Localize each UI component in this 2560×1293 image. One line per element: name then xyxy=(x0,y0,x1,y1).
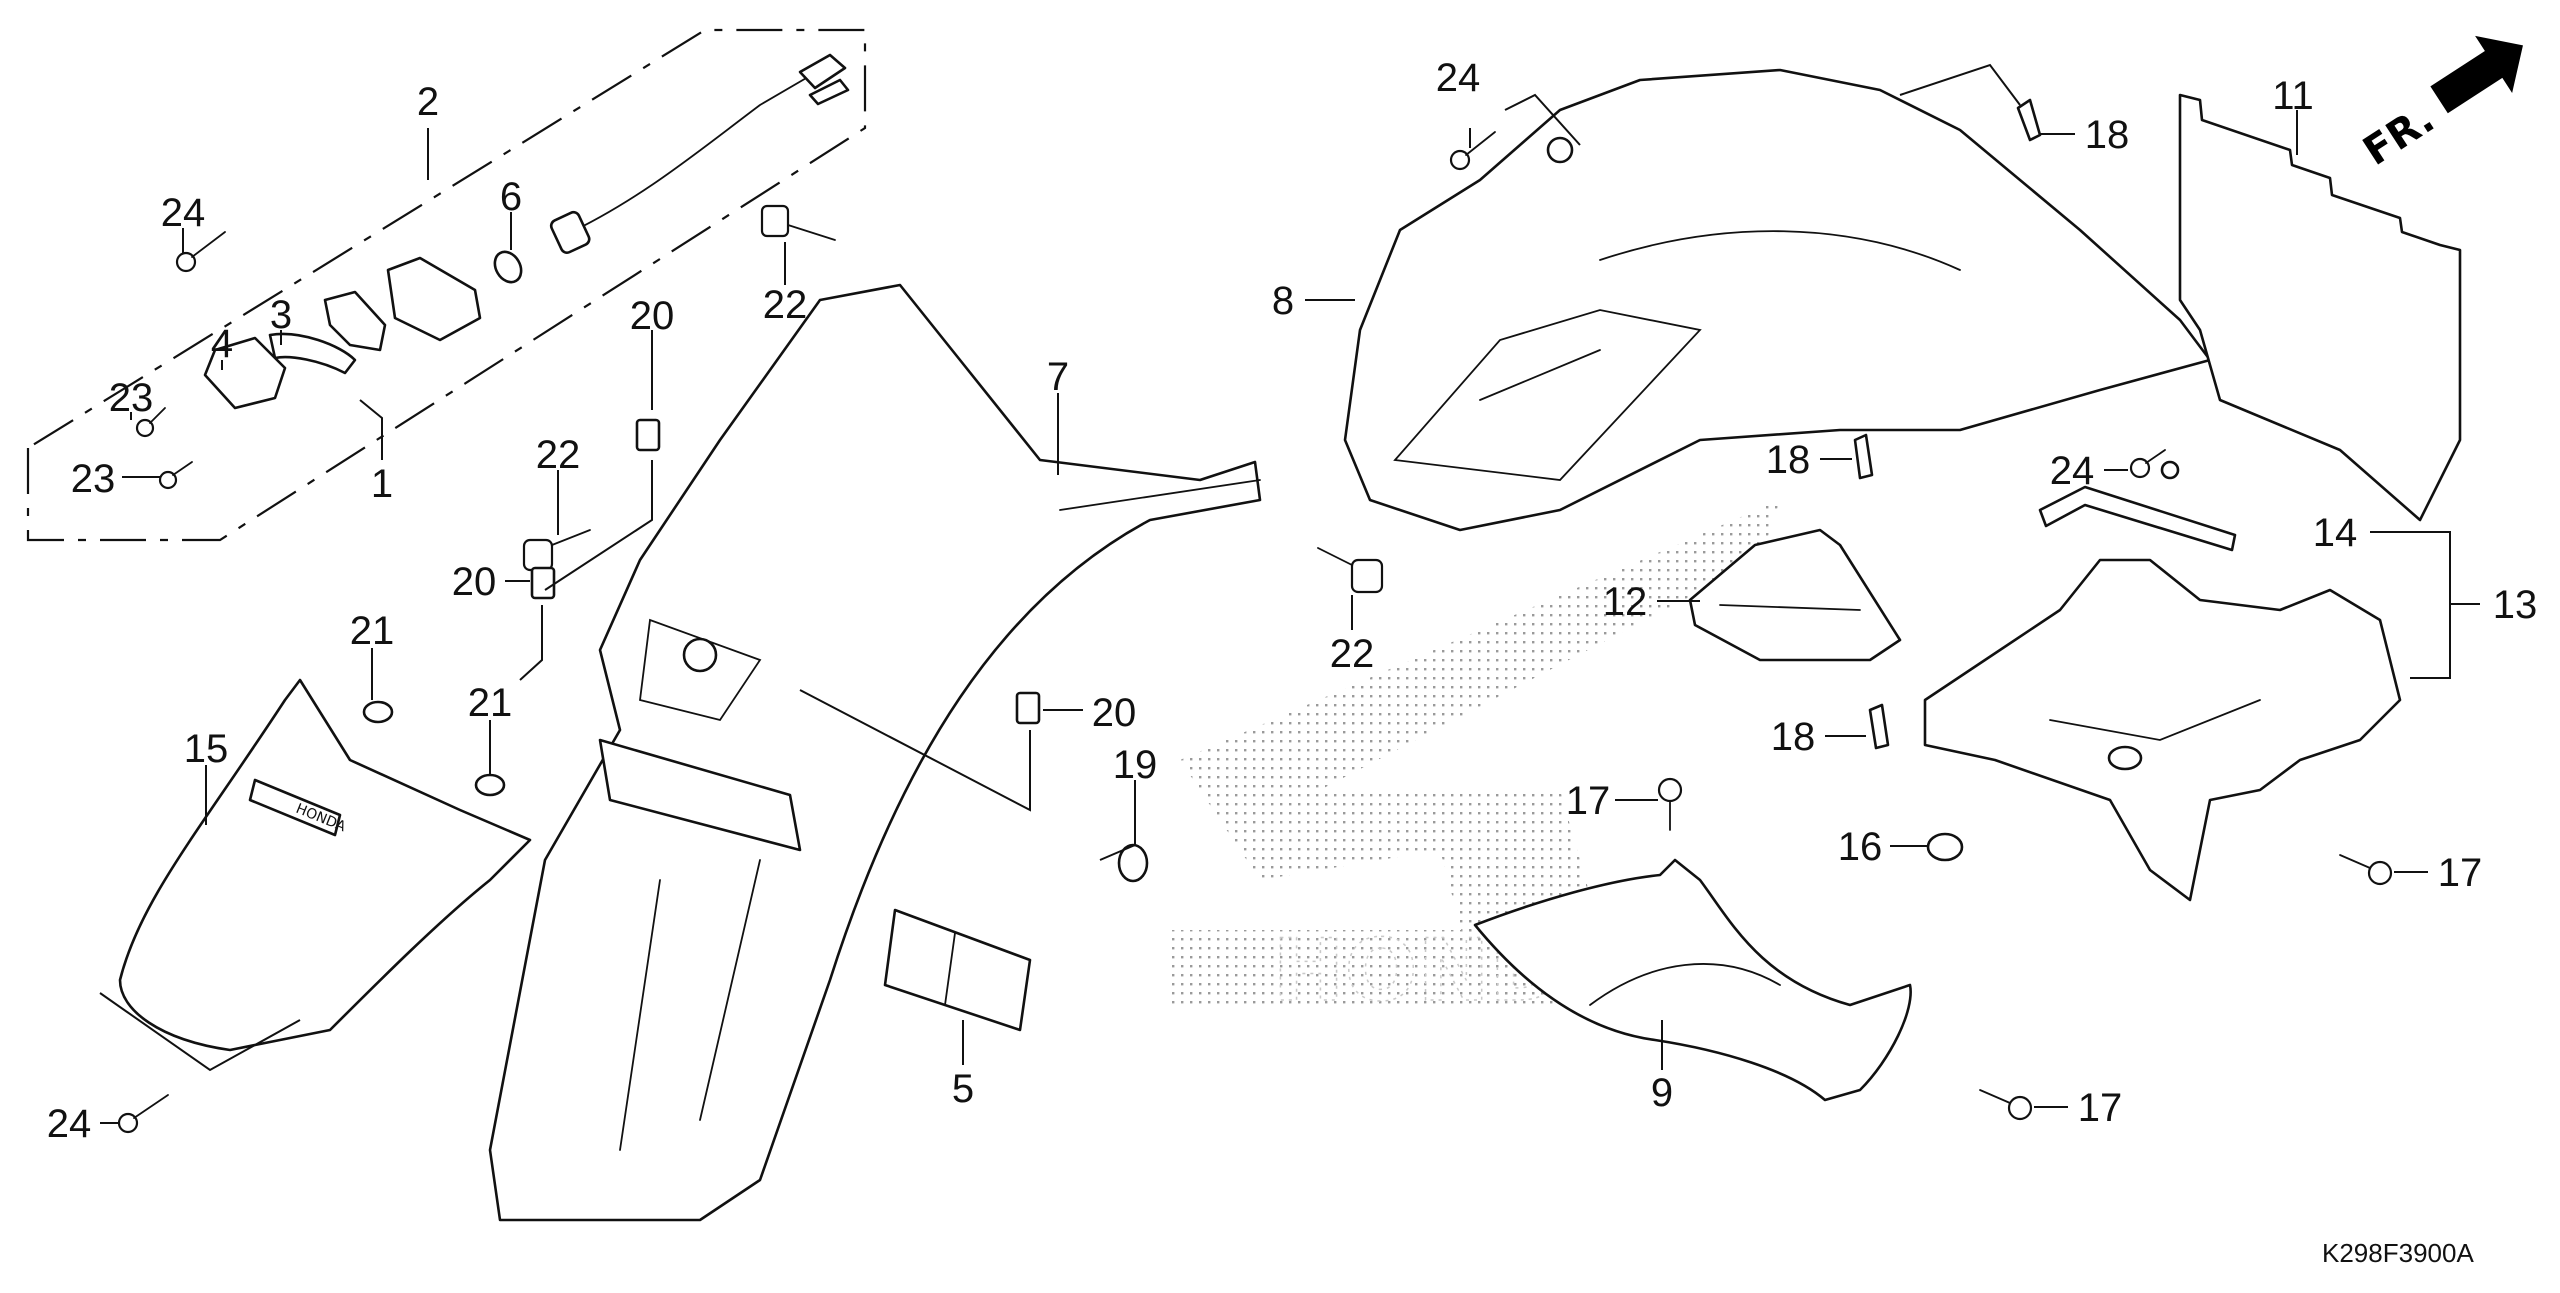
callout-17[interactable]: 17 xyxy=(2438,851,2483,895)
license-lens xyxy=(268,332,357,375)
honda-wing-watermark xyxy=(1180,500,1780,1000)
callout-18[interactable]: 18 xyxy=(1766,438,1811,482)
bolt-22-upper xyxy=(760,204,836,241)
clip-21-upper xyxy=(362,700,394,724)
callout-18[interactable]: 18 xyxy=(2085,113,2130,157)
mud-flap xyxy=(2178,93,2462,522)
trim-clip-18-lower xyxy=(1868,703,1890,750)
callout-17[interactable]: 17 xyxy=(2078,1086,2123,1130)
callout-6[interactable]: 6 xyxy=(500,175,522,219)
license-light-housing xyxy=(386,256,482,342)
callout-22[interactable]: 22 xyxy=(763,283,808,327)
callout-20[interactable]: 20 xyxy=(452,560,497,604)
callout-23[interactable]: 23 xyxy=(109,376,154,420)
callout-11[interactable]: 11 xyxy=(2272,74,2314,118)
callout-20[interactable]: 20 xyxy=(630,294,675,338)
screw-17-lower xyxy=(1979,1089,2033,1121)
license-cover xyxy=(203,336,287,410)
fr-label: FR. xyxy=(2355,96,2442,175)
callout-19[interactable]: 19 xyxy=(1113,743,1158,787)
callout-12[interactable]: 12 xyxy=(1603,580,1648,624)
callout-17[interactable]: 17 xyxy=(1566,779,1611,823)
wire-harness xyxy=(549,53,850,254)
callout-2[interactable]: 2 xyxy=(417,80,439,124)
screw-17-right xyxy=(2339,854,2393,886)
screw-24-bottom-left xyxy=(117,1094,169,1134)
callout-4[interactable]: 4 xyxy=(211,322,233,366)
callout-22[interactable]: 22 xyxy=(536,433,581,477)
clip-21-lower xyxy=(474,773,506,797)
bolt-22-right xyxy=(1317,547,1384,594)
callout-24[interactable]: 24 xyxy=(161,191,206,235)
gasket xyxy=(323,290,387,352)
trim-clip-18-top xyxy=(2016,98,2042,142)
callout-21[interactable]: 21 xyxy=(468,681,513,725)
splash-guard-9 xyxy=(1473,858,1912,1102)
callout-24[interactable]: 24 xyxy=(1436,56,1481,100)
grommet-16 xyxy=(1926,832,1964,862)
clip-nut-20-a xyxy=(635,418,661,452)
rear-reflector xyxy=(883,908,1032,1032)
leader-lines xyxy=(100,133,2428,1124)
callout-3[interactable]: 3 xyxy=(270,293,292,337)
rear-fender xyxy=(488,283,1262,1222)
callout-24[interactable]: 24 xyxy=(47,1102,92,1146)
cover-12 xyxy=(1688,528,1902,662)
callout-22[interactable]: 22 xyxy=(1330,632,1375,676)
callout-labels: 2 24 6 3 4 1 23 23 22 20 22 7 20 21 21 1… xyxy=(47,56,2538,1146)
callout-7[interactable]: 7 xyxy=(1047,355,1069,399)
trim-clip-18-mid xyxy=(1853,433,1874,480)
callout-24[interactable]: 24 xyxy=(2050,449,2095,493)
callout-14[interactable]: 14 xyxy=(2313,511,2358,555)
callout-15[interactable]: 15 xyxy=(184,727,229,771)
bracket-15 xyxy=(99,992,301,1072)
group-boundary-2 xyxy=(26,28,867,542)
bolt-22-left xyxy=(522,529,591,572)
clip-nut-20-c xyxy=(1015,691,1041,725)
rear-center-cover: HONDA xyxy=(118,678,532,1052)
callout-16[interactable]: 16 xyxy=(1838,825,1883,869)
callout-18[interactable]: 18 xyxy=(1771,715,1816,759)
clip-nut-20-b xyxy=(530,566,556,600)
callout-13[interactable]: 13 xyxy=(2493,583,2538,627)
callout-23[interactable]: 23 xyxy=(71,457,116,501)
diagram-code: K298F3900A xyxy=(2322,1238,2474,1268)
screw-24-top-left xyxy=(175,231,226,273)
callout-9[interactable]: 9 xyxy=(1651,1071,1673,1115)
callout-5[interactable]: 5 xyxy=(952,1067,974,1111)
screw-24-right xyxy=(2129,449,2166,479)
callout-21[interactable]: 21 xyxy=(350,609,395,653)
fr-arrow-icon xyxy=(2430,35,2523,114)
screw-17-upper xyxy=(1657,777,1683,831)
screw-24-inner-fender xyxy=(1449,131,1496,171)
seal-14 xyxy=(2038,485,2237,552)
callout-20[interactable]: 20 xyxy=(1092,691,1137,735)
splash-guard-assembly xyxy=(1923,558,2402,902)
callout-8[interactable]: 8 xyxy=(1272,279,1294,323)
screw-23-upper xyxy=(135,407,166,438)
front-direction-marker: FR. xyxy=(2355,35,2523,175)
callout-1[interactable]: 1 xyxy=(371,462,393,506)
screw-23-lower xyxy=(158,461,193,490)
bulb xyxy=(493,250,523,284)
